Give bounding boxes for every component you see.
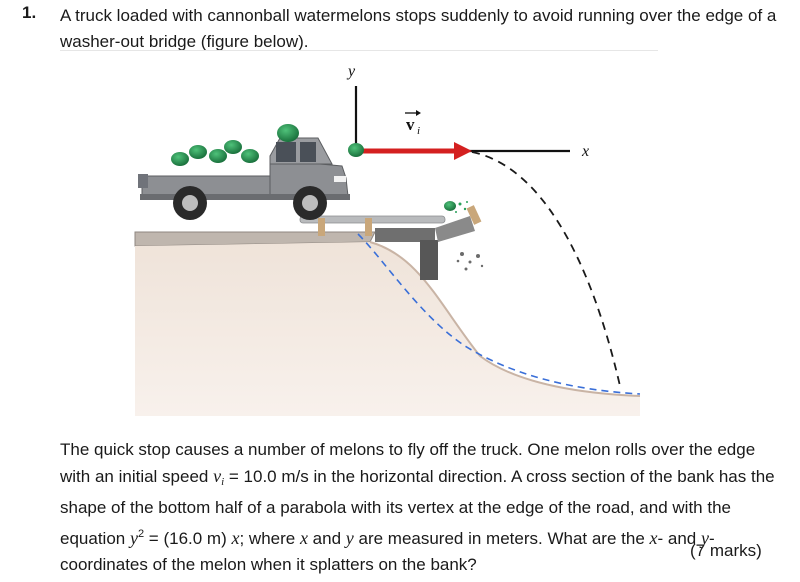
- divider: [60, 50, 658, 51]
- falling-melon: [444, 201, 456, 211]
- bank-parabola-curve: [357, 233, 641, 395]
- melon-trajectory: [471, 151, 621, 387]
- velocity-label: v i: [405, 110, 421, 137]
- bridge-pier: [420, 240, 438, 280]
- debris: [456, 252, 484, 271]
- bank-edge: [369, 241, 641, 397]
- bank: [135, 242, 640, 416]
- question-number: 1.: [22, 3, 37, 22]
- truck: [138, 137, 350, 220]
- svg-text:v: v: [406, 115, 415, 134]
- marks-label: (7 marks): [690, 541, 762, 560]
- melons-in-truck: [171, 124, 299, 166]
- truck-bridge-figure: y x v i: [134, 63, 641, 416]
- guardrail-post: [365, 218, 372, 236]
- svg-text:i: i: [417, 125, 420, 137]
- y-axis-label: y: [346, 63, 356, 80]
- guardrail: [299, 215, 446, 224]
- guardrail-post: [466, 205, 482, 225]
- flying-melon: [348, 143, 364, 157]
- x-axis-label: x: [581, 143, 589, 160]
- guardrail-post: [318, 218, 325, 236]
- melon-splatter: [455, 201, 468, 213]
- velocity-arrowhead: [454, 142, 472, 160]
- question-body: The quick stop causes a number of melons…: [60, 440, 775, 574]
- question-intro: A truck loaded with cannonball watermelo…: [60, 6, 777, 51]
- bridge-deck: [375, 228, 435, 242]
- bridge-broken-end: [435, 216, 475, 242]
